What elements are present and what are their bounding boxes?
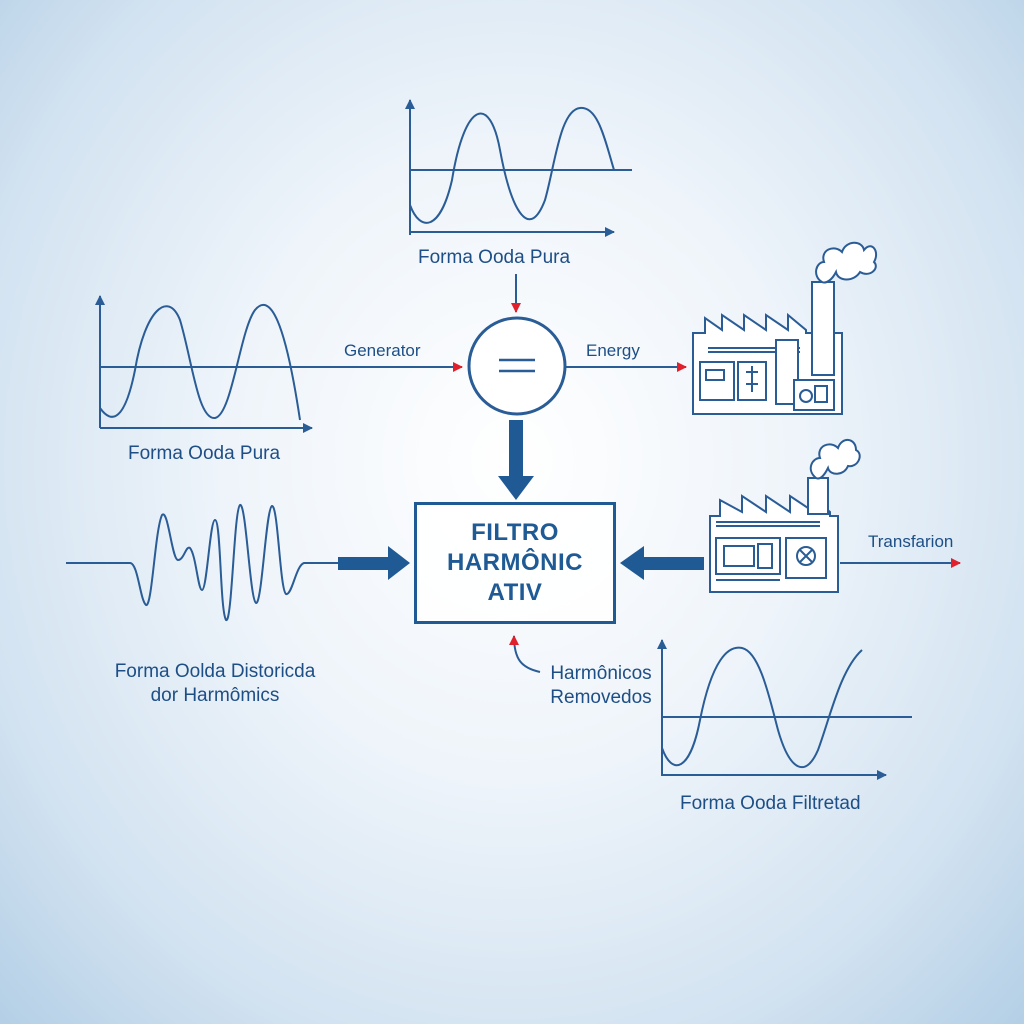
filter-title-line2: HARMÔNIC [447,549,583,576]
factory-icon [692,241,878,415]
generator-circle-icon [467,316,567,416]
generator-to-filter-arrow [498,420,534,500]
transfarion-label: Transfarion [868,532,954,551]
filter-title-line3: ATIV [487,579,543,606]
top-wave-label: Forma Ooda Pura [418,247,571,268]
top-wave-curve [409,106,615,224]
left-wave-curve [99,304,301,421]
distorted-wave-label: Forma Oolda Distoricda dor Harmômics [90,660,340,708]
distorted-wave-label-line1: Forma Oolda Distoricda [114,661,316,682]
generator-label: Generator [344,341,421,360]
left-wave-label: Forma Ooda Pura [128,443,281,464]
harmonics-removed-label: Harmônicos Removedos [536,662,666,710]
harmonics-removed-label-line2: Removedos [550,687,652,708]
harmonics-removed-arrow [509,635,541,673]
factory-to-filter-arrow [620,546,704,580]
distorted-wave-curve [66,503,338,622]
filtered-waveform [657,639,912,780]
distorted-waveform [66,503,338,622]
harmonics-removed-label-line1: Harmônicos [550,663,652,684]
energy-label: Energy [586,341,640,360]
distorted-to-filter-arrow [338,546,410,580]
filtered-wave-label: Forma Ooda Filtretad [680,793,861,814]
top-pure-waveform [405,99,632,237]
filter-title-line1: FILTRO [471,519,559,546]
distorted-wave-label-line2: dor Harmômics [150,685,280,706]
factory-icon [709,439,861,593]
active-harmonic-filter-box: FILTRO HARMÔNIC ATIV [414,502,616,624]
filtered-wave-curve [661,646,863,769]
